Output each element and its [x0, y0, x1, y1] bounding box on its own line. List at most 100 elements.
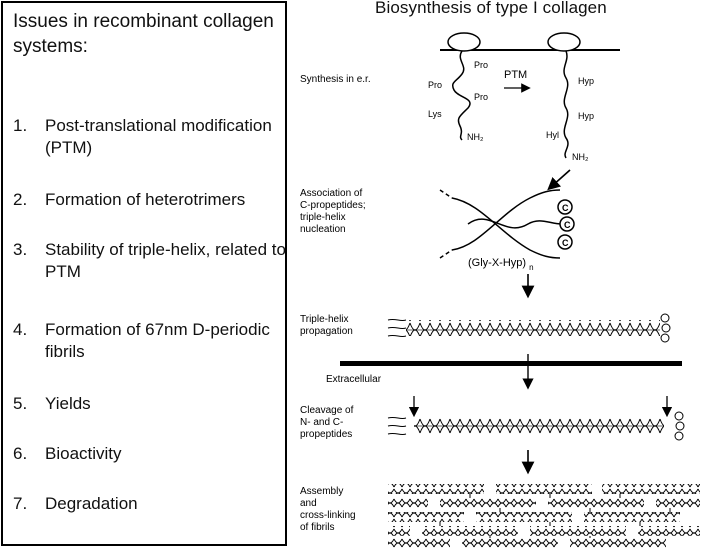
- fibril-segment: [422, 526, 518, 536]
- fibril-segment: [496, 484, 592, 494]
- ribosome-left: [447, 32, 481, 52]
- triple-helix: [406, 320, 660, 336]
- n-propeptide-icon: [387, 416, 407, 436]
- procollagen-chain-left: [451, 50, 471, 141]
- step-cleavage-line: propeptides: [300, 429, 352, 440]
- propagation-stage: Triple-helix propagation: [300, 313, 671, 343]
- issue-number: 6.: [13, 444, 28, 463]
- issues-title: Issues in recombinant collagen systems:: [13, 11, 274, 57]
- step-assembly-label: Assembly and cross-linking of fibrils: [300, 486, 358, 533]
- fibril-segment: [388, 526, 410, 536]
- step-association-line: triple-helix: [300, 212, 346, 223]
- cell-membrane-bar: [340, 361, 682, 366]
- c-propeptide-icon: [559, 216, 575, 232]
- ribosome-right: [547, 32, 581, 52]
- step-cleavage-line: Cleavage of: [300, 405, 354, 416]
- fibril-segment: [530, 526, 626, 536]
- alpha-chain: [451, 189, 561, 251]
- flow-arrow: [547, 169, 571, 191]
- cross-links: [439, 494, 671, 538]
- step-assembly-line: of fibrils: [300, 522, 334, 533]
- fibril-segment: [656, 498, 700, 508]
- alpha-chain: [467, 218, 563, 229]
- issue-text: Formation of 67nm D-periodic fibrils: [45, 320, 270, 361]
- hyp-label: Hyp: [578, 76, 594, 86]
- fibril-segment: [548, 498, 644, 508]
- dashed-chain: [439, 249, 453, 259]
- issue-text: Formation of heterotrimers: [45, 190, 246, 209]
- issue-text: Yields: [45, 394, 91, 413]
- fibril-segment: [388, 538, 450, 548]
- issue-text: Bioactivity: [45, 444, 122, 463]
- c-propeptide-icon: [661, 323, 671, 333]
- issue-number: 1.: [13, 116, 28, 135]
- fibril-segment: [388, 512, 464, 522]
- repeat-label: (Gly-X-Hyp) n: [468, 257, 534, 272]
- fibril-segment: [388, 484, 484, 494]
- step-assembly-line: cross-linking: [300, 510, 356, 521]
- lys-label: Lys: [428, 109, 442, 119]
- issue-text: Post-translational modification (PTM): [45, 116, 272, 157]
- alpha-chain: [451, 197, 561, 259]
- pro-label: Pro: [474, 60, 488, 70]
- fibril-array: [388, 484, 700, 548]
- step-association-label: Association of C-propeptides; triple-hel…: [300, 188, 368, 235]
- pro-label: Pro: [474, 92, 488, 102]
- step-association-line: nucleation: [300, 224, 346, 235]
- repeat-text: (Gly-X-Hyp): [468, 257, 526, 269]
- step-cleavage-line: N- and C-: [300, 417, 343, 428]
- c-propeptide-label: C: [562, 238, 569, 248]
- nh2-label: NH₂: [572, 152, 589, 162]
- repeat-subscript: n: [529, 263, 533, 272]
- fibril-segment: [440, 498, 536, 508]
- ptm-label: PTM: [504, 69, 527, 81]
- triple-helix: [414, 418, 664, 434]
- fibril-segment: [462, 538, 558, 548]
- issue-number: 4.: [13, 320, 28, 339]
- issue-number: 2.: [13, 190, 28, 209]
- step-propagation-label: Triple-helix propagation: [300, 314, 353, 337]
- c-propeptide-label: C: [562, 203, 569, 213]
- fibril-segment: [584, 512, 680, 522]
- issue-number: 5.: [13, 394, 28, 413]
- c-propeptide-icon: [675, 421, 685, 431]
- nh2-label: NH₂: [467, 132, 484, 142]
- c-propeptide-icon: [674, 411, 684, 421]
- collagen-biosynthesis-diagram: Synthesis in e.r. Pro Pro Pro Lys NH₂ PT…: [300, 32, 700, 548]
- fibril-segment: [388, 498, 428, 508]
- c-propeptide-icon: [557, 199, 573, 215]
- step-propagation-line: propagation: [300, 326, 353, 337]
- synthesis-stage: Synthesis in e.r. Pro Pro Pro Lys NH₂ PT…: [300, 32, 620, 162]
- c-propeptide-label: C: [564, 220, 571, 230]
- step-assembly-line: and: [300, 498, 317, 509]
- pro-label: Pro: [428, 80, 442, 90]
- issue-text: Degradation: [45, 494, 138, 513]
- step-synthesis-label: Synthesis in e.r.: [300, 74, 371, 85]
- issues-panel: Issues in recombinant collagen systems: …: [1, 1, 287, 546]
- cleavage-stage: Cleavage of N- and C- propeptides: [300, 396, 685, 441]
- c-propeptide-icon: [557, 234, 573, 250]
- extracellular-label: Extracellular: [326, 374, 382, 385]
- procollagen-chain-right: [563, 50, 569, 159]
- c-propeptide-icon: [660, 313, 670, 323]
- fibril-segment: [638, 526, 700, 536]
- diagram-title: Biosynthesis of type I collagen: [375, 0, 607, 17]
- dashed-chain: [439, 189, 453, 199]
- c-propeptide-icon: [674, 431, 684, 441]
- step-association-line: Association of: [300, 188, 362, 199]
- issue-number: 3.: [13, 240, 28, 259]
- issue-text: Stability of triple-helix, related to PT…: [45, 240, 286, 281]
- fibril-segment: [602, 484, 700, 494]
- n-propeptide-icon: [387, 318, 407, 338]
- association-stage: Association of C-propeptides; triple-hel…: [300, 188, 575, 272]
- step-propagation-line: Triple-helix: [300, 314, 349, 325]
- fibril-segment: [476, 512, 572, 522]
- issue-number: 7.: [13, 494, 28, 513]
- step-assembly-line: Assembly: [300, 486, 343, 497]
- c-propeptide-icon: [660, 333, 670, 343]
- step-cleavage-label: Cleavage of N- and C- propeptides: [300, 405, 356, 440]
- step-association-line: C-propeptides;: [300, 200, 366, 211]
- hyl-label: Hyl: [546, 130, 559, 140]
- assembly-stage: Assembly and cross-linking of fibrils: [300, 484, 700, 548]
- hyp-label: Hyp: [578, 111, 594, 121]
